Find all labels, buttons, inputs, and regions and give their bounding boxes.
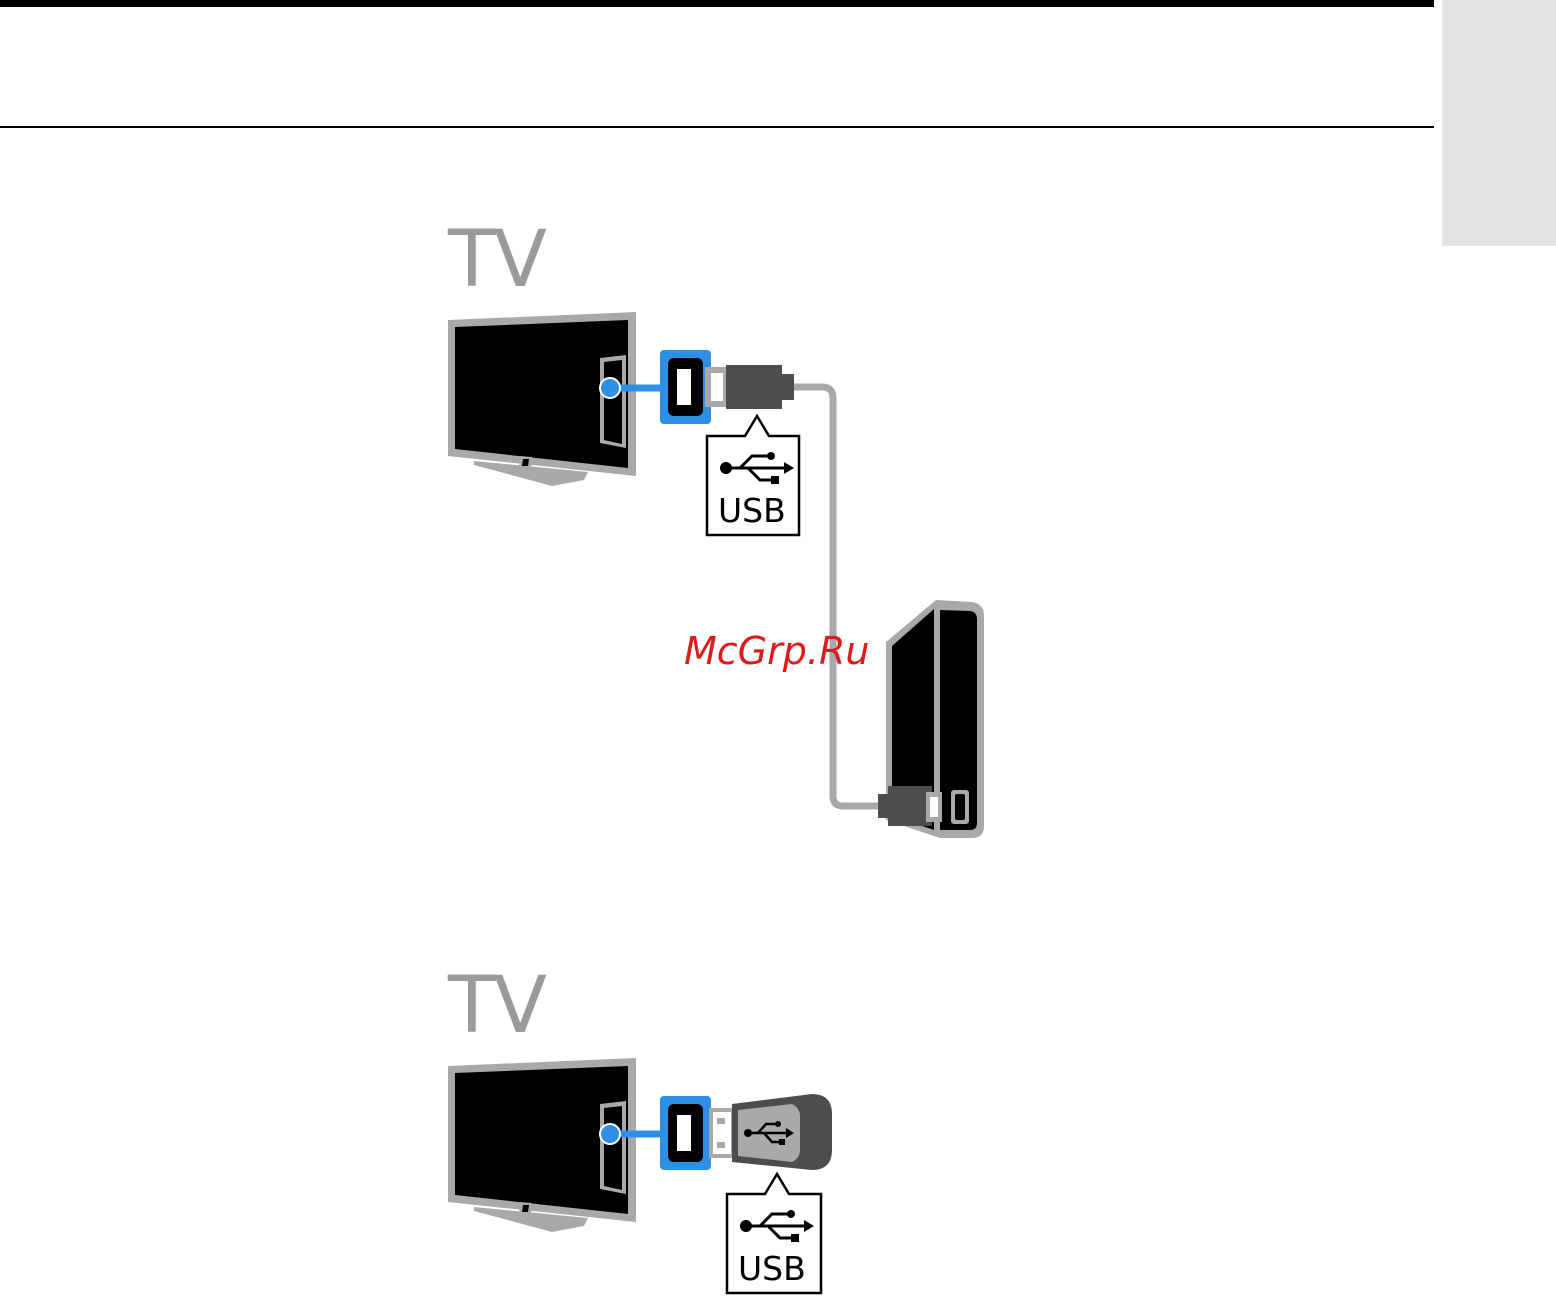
watermark: McGrp.Ru: [684, 629, 869, 673]
tv-icon: [448, 1058, 636, 1232]
usb-symbol-icon: USB: [727, 1174, 821, 1293]
usb-port-icon: [660, 350, 711, 424]
usb-symbol-icon: USB: [707, 416, 799, 535]
hard-drive-icon: [878, 600, 984, 838]
flash-drive-icon: [711, 1094, 832, 1170]
diagram-bottom: TV: [447, 961, 832, 1293]
tv-label-top: TV: [447, 215, 547, 305]
diagram-top: TV: [447, 215, 984, 838]
usb-plug-icon: [705, 365, 794, 409]
tv-label-bottom: TV: [447, 961, 547, 1051]
usb-label-top: USB: [718, 491, 786, 530]
usb-port-icon: [660, 1096, 711, 1170]
usb-label-bottom: USB: [738, 1249, 806, 1288]
tv-icon: [448, 312, 636, 486]
